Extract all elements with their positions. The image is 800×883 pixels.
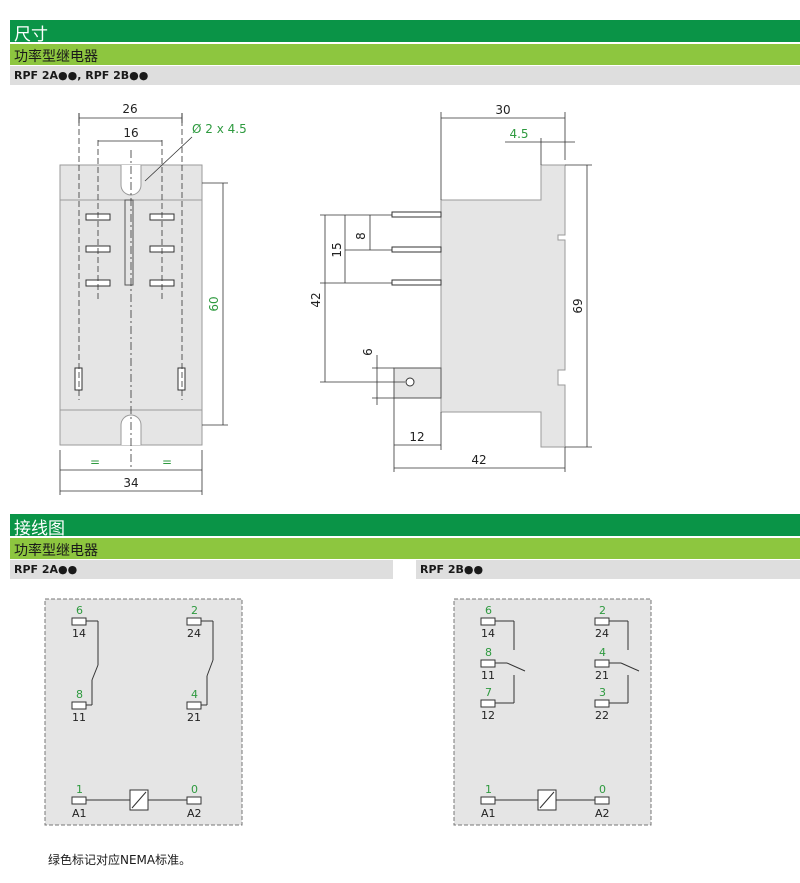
dim-pin-to-term: 42 — [309, 292, 323, 307]
wiring-diagram-b: 6 14 8 11 7 12 2 24 4 21 3 22 1 A1 0 A2 — [453, 598, 652, 826]
dim-flange: 4.5 — [509, 127, 528, 141]
dim-pin-span: 15 — [330, 242, 344, 257]
dim-depth-top: 30 — [495, 103, 510, 117]
a-coil-A1: A1 — [72, 807, 87, 820]
model-bar-b: RPF 2B●● — [416, 560, 800, 579]
b-pin-2: 2 — [599, 604, 606, 617]
a-pin-6: 6 — [76, 604, 83, 617]
b-pin-11: 11 — [481, 669, 495, 682]
dim-term: 6 — [361, 348, 375, 356]
model-bar-a: RPF 2A●● — [10, 560, 393, 579]
b-coil-A1: A1 — [481, 807, 496, 820]
footnote: 绿色标记对应NEMA标准。 — [48, 853, 192, 867]
dim-width-bottom: 34 — [123, 476, 138, 490]
dim-eq-left: = — [90, 455, 100, 469]
model-a-label: RPF 2A●● — [14, 563, 78, 576]
a-pin-2: 2 — [191, 604, 198, 617]
a-pin-4: 4 — [191, 688, 198, 701]
b-pin-7: 7 — [485, 686, 492, 699]
model-bar: RPF 2A●●, RPF 2B●● — [10, 66, 800, 85]
a-pin-11: 11 — [72, 711, 86, 724]
b-pin-6: 6 — [485, 604, 492, 617]
a-coil-0: 0 — [191, 783, 198, 796]
b-pin-12: 12 — [481, 709, 495, 722]
section-title-wiring: 接线图 — [10, 514, 800, 539]
section-subtitle-text-2: 功率型继电器 — [14, 543, 98, 559]
b-pin-22: 22 — [595, 709, 609, 722]
section-subtitle-text: 功率型继电器 — [14, 49, 98, 65]
b-coil-0: 0 — [599, 783, 606, 796]
wiring-diagram-a: 6 14 8 11 2 24 4 21 1 A1 0 A2 — [44, 598, 243, 826]
a-coil-1: 1 — [76, 783, 83, 796]
section-title-text-2: 接线图 — [14, 519, 65, 539]
section-title-dimensions: 尺寸 — [10, 20, 800, 45]
a-pin-14: 14 — [72, 627, 86, 640]
b-pin-14: 14 — [481, 627, 495, 640]
front-view: 26 16 Ø 2 x 4.5 60 = = 34 — [59, 102, 247, 495]
a-pin-8: 8 — [76, 688, 83, 701]
b-pin-21: 21 — [595, 669, 609, 682]
b-pin-8: 8 — [485, 646, 492, 659]
side-view: 30 4.5 8 15 42 6 69 12 42 — [309, 103, 592, 472]
dim-height-side: 69 — [571, 298, 585, 313]
b-pin-3: 3 — [599, 686, 606, 699]
b-coil-A2: A2 — [595, 807, 610, 820]
b-pin-4: 4 — [599, 646, 606, 659]
a-pin-24: 24 — [187, 627, 201, 640]
dim-hole: Ø 2 x 4.5 — [192, 122, 247, 136]
model-label: RPF 2A●●, RPF 2B●● — [14, 69, 149, 82]
dim-pin-gap: 8 — [354, 232, 368, 240]
section-subtitle-bar: 功率型继电器 — [10, 44, 800, 65]
a-pin-21: 21 — [187, 711, 201, 724]
dim-eq-right: = — [162, 455, 172, 469]
dim-width-top: 26 — [122, 102, 137, 116]
section-subtitle-bar-2: 功率型继电器 — [10, 538, 800, 559]
model-b-label: RPF 2B●● — [420, 563, 484, 576]
dim-term-depth: 12 — [409, 430, 424, 444]
b-coil-1: 1 — [485, 783, 492, 796]
b-pin-24: 24 — [595, 627, 609, 640]
dim-depth-bottom: 42 — [471, 453, 486, 467]
dim-pitch: 16 — [123, 126, 138, 140]
section-title-text: 尺寸 — [14, 25, 48, 45]
dim-height: 60 — [207, 296, 221, 311]
a-coil-A2: A2 — [187, 807, 202, 820]
